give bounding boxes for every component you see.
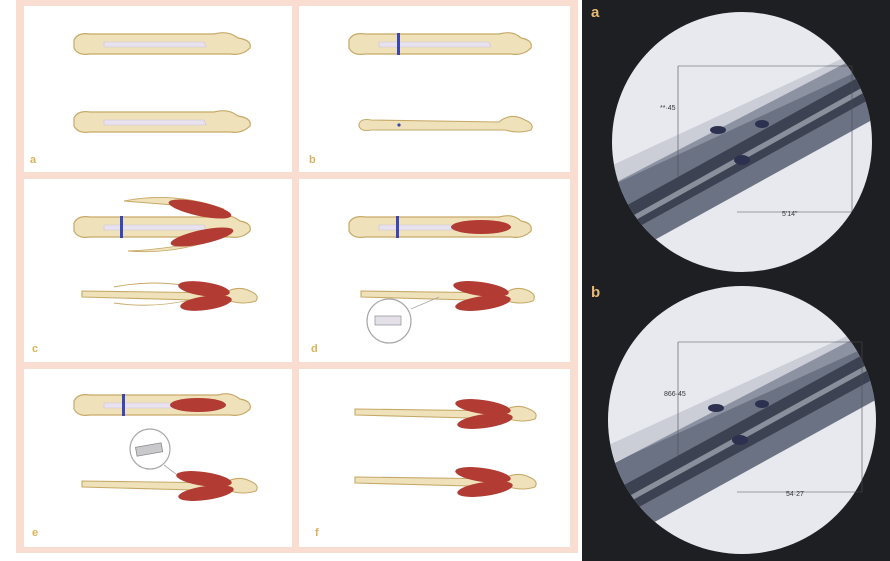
bone-lower-with-muscles: [82, 278, 257, 313]
panel-f-illustration: [299, 369, 570, 547]
panel-a: a: [24, 6, 292, 172]
panel-e: e: [24, 369, 292, 547]
surgical-steps-figure: a b: [16, 0, 578, 553]
panel-c-label: c: [32, 343, 38, 355]
xray-b-image: 866·45 54·27: [582, 280, 890, 561]
bone-lower-with-muscles: [82, 468, 257, 504]
bone-upper-with-osteotomy: [349, 33, 531, 55]
panel-f-label: f: [315, 527, 319, 539]
xray-a-measurement-vertical: **·45: [660, 105, 676, 112]
xray-b-measurement-vertical: 866·45: [664, 391, 686, 398]
panel-b-illustration: [299, 6, 570, 172]
panel-d-illustration: [299, 179, 570, 362]
panel-a-label: a: [30, 154, 36, 166]
panel-e-illustration: [24, 369, 292, 547]
panel-f: f: [299, 369, 570, 547]
xray-a-image: **·45 5'14": [582, 0, 890, 280]
xray-a: **·45 5'14" a: [582, 0, 890, 280]
panel-b: b: [299, 6, 570, 172]
panel-e-label: e: [32, 527, 38, 539]
bone-lower-with-muscles: [355, 464, 536, 500]
bone-lower: [74, 111, 250, 133]
panel-d-label: d: [311, 343, 318, 355]
bone-upper-with-muscle: [74, 394, 250, 416]
radiograph-figure: **·45 5'14" a: [582, 0, 890, 561]
panel-c: c: [24, 179, 292, 362]
osteotomy-cut-mark: [397, 33, 400, 55]
bone-upper-with-muscles: [355, 396, 536, 432]
xray-a-label: a: [591, 4, 599, 21]
xray-b: 866·45 54·27 b: [582, 280, 890, 561]
panel-a-illustration: [24, 6, 292, 172]
bone-upper-with-muscle-flaps: [74, 195, 250, 251]
xray-b-label: b: [591, 284, 600, 301]
xray-a-measurement-horizontal: 5'14": [782, 211, 798, 218]
panel-c-illustration: [24, 179, 292, 362]
xray-b-measurement-horizontal: 54·27: [786, 491, 804, 498]
bone-lower-thin: [359, 116, 532, 132]
panel-b-label: b: [309, 154, 316, 166]
bone-upper-with-muscle: [349, 216, 531, 238]
bone-upper: [74, 33, 250, 55]
magnified-graft-inset: [367, 297, 439, 343]
panel-d: d: [299, 179, 570, 362]
magnified-graft-inset: [130, 429, 180, 477]
